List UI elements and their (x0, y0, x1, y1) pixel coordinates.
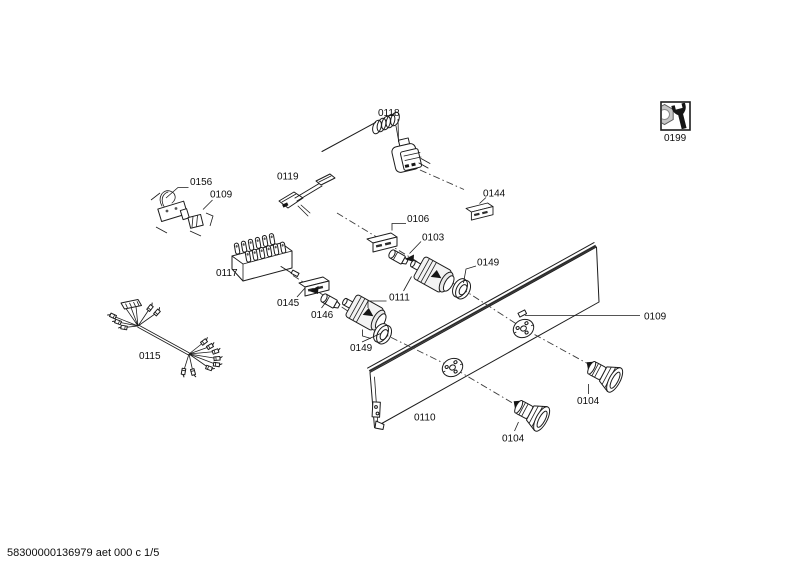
part-label-knob-bottom: 0104 (502, 434, 525, 445)
part-label-thermal-switch: 0156 (190, 177, 213, 188)
part-label-service-icon: 0199 (664, 133, 687, 144)
indicator-lamp-lower (319, 292, 342, 311)
alignment-axes (292, 169, 593, 422)
part-label-support-bracket: 0119 (277, 172, 299, 183)
bracket-lower (298, 276, 330, 297)
nut-and-wrench-icon (660, 101, 691, 131)
panel-clip (517, 309, 528, 318)
assembly-arrow (309, 286, 319, 294)
part-label-bracket-lower: 0145 (277, 298, 300, 309)
capillary-coil (372, 111, 400, 135)
rear-bracket (465, 202, 494, 221)
part-label-panel-clip: 0109 (644, 312, 667, 323)
connector-small (187, 213, 204, 229)
part-label-connector-small: 0109 (210, 190, 233, 201)
part-label-bracket-upper: 0106 (407, 214, 430, 225)
part-label-control-panel: 0110 (414, 413, 436, 424)
control-knob-bottom (505, 391, 554, 434)
control-panel (367, 242, 600, 430)
control-knob-right (578, 352, 627, 395)
part-label-ring-nut-upper: 0149 (477, 258, 500, 269)
part-label-rotary-switch: 0111 (389, 293, 410, 304)
assembly-arrow (405, 254, 414, 262)
support-bracket (278, 173, 336, 217)
part-label-lamp-upper: 0103 (422, 233, 445, 244)
part-label-knob-right: 0104 (577, 396, 600, 407)
switch-block (231, 232, 300, 282)
thermostat (321, 111, 431, 173)
leader-lines (165, 118, 640, 432)
thermal-switch (157, 190, 190, 222)
cable-harness (106, 299, 223, 379)
group-corner-marks (150, 192, 214, 237)
bracket-upper (366, 232, 398, 253)
indicator-lamp-upper (387, 248, 410, 267)
part-label-thermostat: 0118 (378, 108, 400, 119)
document-footer-code: 58300000136979 aet 000 c 1/5 (7, 547, 159, 559)
harness-wires (112, 306, 218, 373)
part-label-rear-bracket: 0144 (483, 189, 506, 200)
part-label-ring-nut-lower: 0149 (350, 343, 373, 354)
part-label-switch-block: 0117 (216, 268, 238, 279)
part-label-lamp-lower: 0146 (311, 310, 334, 321)
part-label-cable-harness: 0115 (139, 351, 161, 362)
